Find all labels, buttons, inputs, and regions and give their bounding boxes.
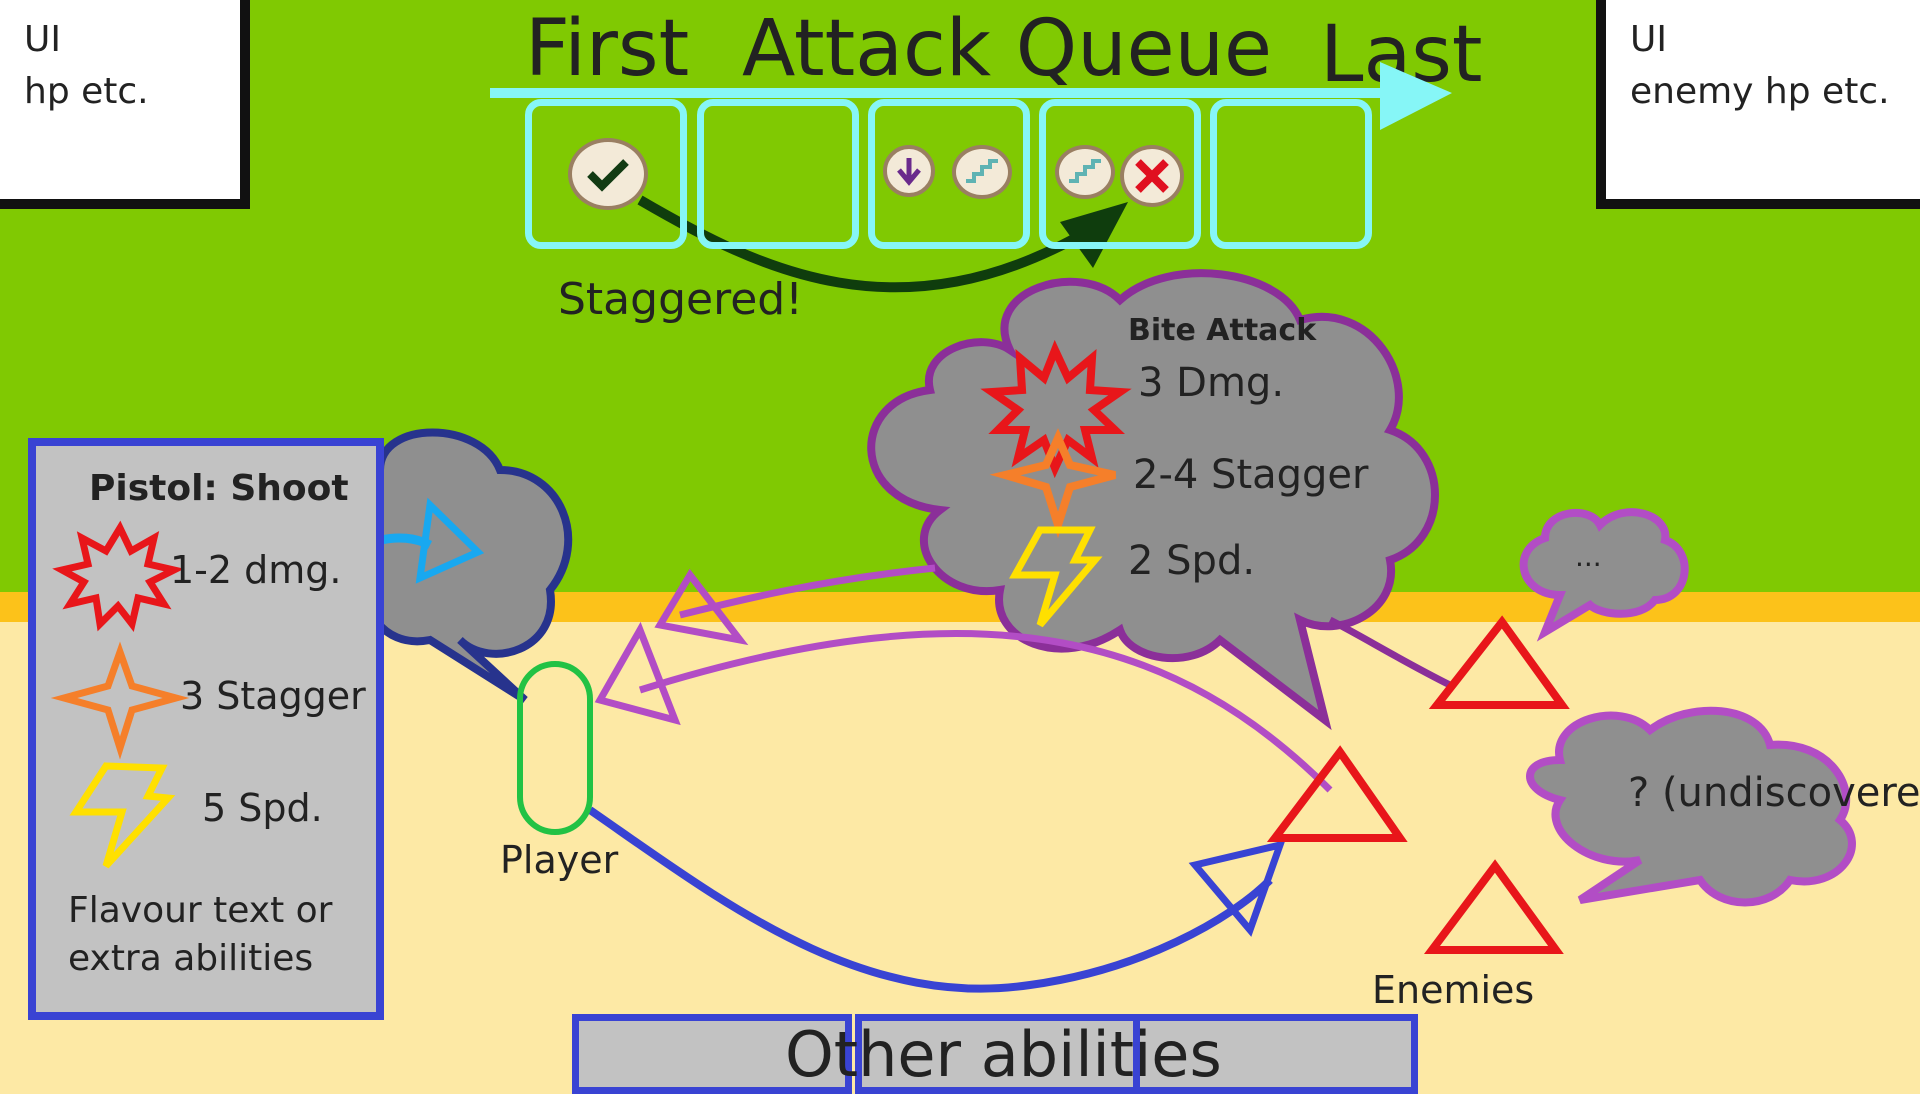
stagger-arrow <box>637 195 1128 293</box>
ability-card-icons <box>50 520 190 869</box>
queue-token-cancelled[interactable] <box>1120 145 1184 207</box>
enemy-attack-damage: 3 Dmg. <box>1138 360 1285 406</box>
enemy-attack-stagger: 2-4 Stagger <box>1133 452 1369 498</box>
player-capsule <box>517 661 593 835</box>
enemies-label: Enemies <box>1372 968 1535 1012</box>
enemy-triangle-3 <box>1424 859 1564 954</box>
enemy-triangle-1 <box>1428 615 1570 709</box>
damage-burst-icon <box>52 520 185 632</box>
queue-first-label: First <box>525 4 690 94</box>
stagger-star-icon <box>50 641 190 760</box>
queue-token-down-arrow[interactable] <box>883 145 935 197</box>
speed-bolt-icon <box>69 762 176 869</box>
enemy-attack-name: Bite Attack <box>1128 313 1317 348</box>
damage-burst-icon <box>980 339 1132 479</box>
ability-damage: 1-2 dmg. <box>170 548 342 592</box>
queue-slot-1[interactable] <box>525 99 687 249</box>
ability-stagger: 3 Stagger <box>180 674 366 718</box>
stairs-icon <box>1069 159 1101 183</box>
queue-slot-4[interactable] <box>1039 99 1201 249</box>
queue-title: Attack Queue <box>742 4 1273 94</box>
player-attack-arrow <box>587 806 1286 993</box>
ability-flavour-line2: extra abilities <box>68 938 314 979</box>
queue-token-staggered-check[interactable] <box>568 138 648 210</box>
queue-slot-2[interactable] <box>697 99 859 249</box>
enemy-hp-label: enemy hp etc. <box>1630 71 1890 112</box>
queue-token-stairs-enemy[interactable] <box>1055 145 1115 199</box>
enemy-triangle-2 <box>1266 745 1408 842</box>
player-ui-label: UI <box>24 19 61 60</box>
enemy-ui-panel: UI enemy hp etc. <box>1596 0 1920 209</box>
ability-title: Pistol: Shoot <box>89 468 349 509</box>
player-label: Player <box>500 838 619 882</box>
stagger-star-icon <box>989 428 1117 539</box>
queue-slot-5[interactable] <box>1210 99 1372 249</box>
ability-speed: 5 Spd. <box>202 786 323 830</box>
ellipsis-text: ... <box>1575 540 1602 573</box>
ability-flavour-line1: Flavour text or <box>68 890 333 931</box>
undiscovered-text: ? (undiscovered <box>1628 770 1920 816</box>
player-hp-label: hp etc. <box>24 71 149 112</box>
enemy-attack-cloud <box>867 269 1439 731</box>
undiscovered-cloud <box>1526 706 1856 907</box>
speed-bolt-icon <box>1009 526 1103 628</box>
ellipsis-cloud <box>1519 508 1689 642</box>
queue-direction-arrow <box>490 62 1452 130</box>
enemy-attack-arrows <box>594 564 1452 793</box>
stairs-icon <box>966 159 998 183</box>
cross-icon <box>1135 159 1169 193</box>
ability-card[interactable]: Pistol: Shoot 1-2 dmg. 3 Stagger 5 Spd. … <box>28 438 384 1020</box>
enemy-attack-speed: 2 Spd. <box>1128 538 1256 584</box>
staggered-label: Staggered! <box>558 274 803 325</box>
enemy-triangles <box>1266 615 1570 954</box>
player-ui-panel: UI hp etc. <box>0 0 250 209</box>
down-arrow-icon <box>897 158 921 186</box>
check-icon <box>587 159 629 192</box>
enemy-ui-label: UI <box>1630 19 1667 60</box>
queue-slot-3[interactable] <box>868 99 1030 249</box>
other-abilities-label: Other abilities <box>785 1018 1222 1091</box>
queue-token-stairs[interactable] <box>952 145 1012 199</box>
player-speech-cloud <box>364 428 573 704</box>
